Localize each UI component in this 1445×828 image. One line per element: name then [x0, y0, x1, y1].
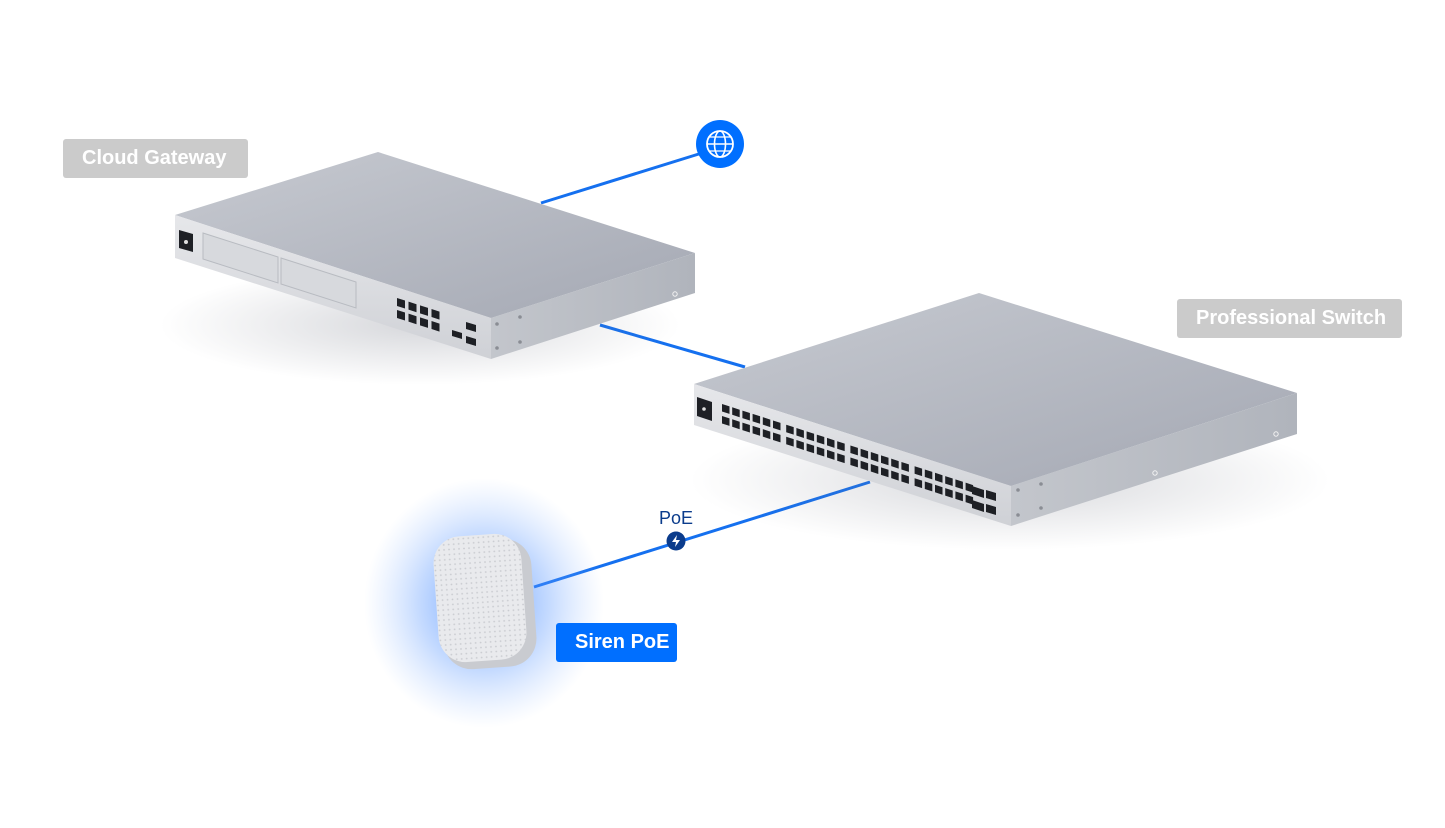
ethernet-port	[955, 479, 963, 490]
cloud-gateway-label[interactable]: Cloud Gateway	[63, 139, 248, 178]
ethernet-port	[827, 449, 835, 460]
ethernet-port	[850, 445, 858, 456]
ethernet-port	[397, 298, 405, 309]
ethernet-port	[881, 467, 889, 478]
ethernet-port	[816, 446, 825, 457]
ethernet-port	[827, 437, 835, 448]
professional-switch-label[interactable]: Professional Switch	[1177, 299, 1402, 338]
ethernet-port	[837, 441, 845, 452]
ethernet-port	[722, 416, 730, 426]
ethernet-port	[762, 429, 771, 440]
ethernet-port	[796, 440, 804, 450]
ethernet-port	[742, 410, 750, 421]
ethernet-port	[742, 422, 750, 433]
ethernet-port	[945, 476, 953, 487]
ethernet-port	[901, 473, 909, 484]
ethernet-port	[397, 310, 405, 321]
ethernet-port	[924, 469, 933, 480]
ethernet-port	[870, 452, 879, 462]
ethernet-port	[870, 464, 879, 474]
ethernet-port	[935, 484, 943, 495]
ethernet-port	[935, 472, 943, 483]
ethernet-port	[420, 317, 428, 328]
ethernet-port	[786, 436, 794, 447]
ethernet-port	[881, 455, 889, 466]
ethernet-port	[945, 488, 953, 499]
globe-icon[interactable]	[696, 120, 744, 168]
ethernet-port	[796, 428, 804, 438]
ethernet-port	[806, 431, 815, 442]
cloud-gateway-device[interactable]	[160, 152, 695, 385]
ethernet-port	[965, 494, 974, 505]
ethernet-port	[860, 448, 869, 459]
ethernet-port	[773, 432, 781, 443]
ethernet-port	[752, 413, 761, 424]
ethernet-port	[408, 313, 417, 325]
ethernet-port	[431, 309, 440, 320]
professional-switch-device[interactable]	[690, 293, 1330, 550]
poe-link-label: PoE	[658, 508, 694, 528]
ethernet-port	[762, 417, 771, 428]
switch-ethernet-ports	[722, 404, 974, 505]
ethernet-port	[860, 460, 869, 471]
ethernet-port	[806, 443, 815, 454]
ethernet-port	[924, 481, 933, 492]
ethernet-port	[914, 478, 923, 489]
gateway-ethernet-ports	[397, 298, 440, 332]
ethernet-port	[891, 458, 899, 469]
ethernet-port	[420, 305, 428, 316]
internet-link-line	[540, 151, 703, 205]
siren-poe-label[interactable]: Siren PoE	[556, 623, 677, 662]
ethernet-port	[955, 491, 963, 502]
ethernet-port	[816, 434, 825, 445]
ethernet-port	[837, 453, 845, 464]
ethernet-port	[850, 457, 858, 468]
ethernet-port	[732, 419, 740, 430]
ethernet-port	[891, 470, 899, 481]
ethernet-port	[901, 461, 909, 472]
ethernet-port	[914, 466, 923, 477]
ethernet-port	[752, 425, 761, 436]
ethernet-port	[732, 407, 740, 418]
ethernet-port	[408, 301, 417, 313]
ethernet-port	[773, 420, 781, 431]
ethernet-port	[722, 404, 730, 414]
ethernet-port	[965, 482, 974, 493]
ethernet-port	[786, 424, 794, 435]
siren-poe-device[interactable]	[364, 478, 604, 728]
ethernet-port	[431, 321, 440, 332]
lightning-bolt-icon	[666, 531, 686, 551]
